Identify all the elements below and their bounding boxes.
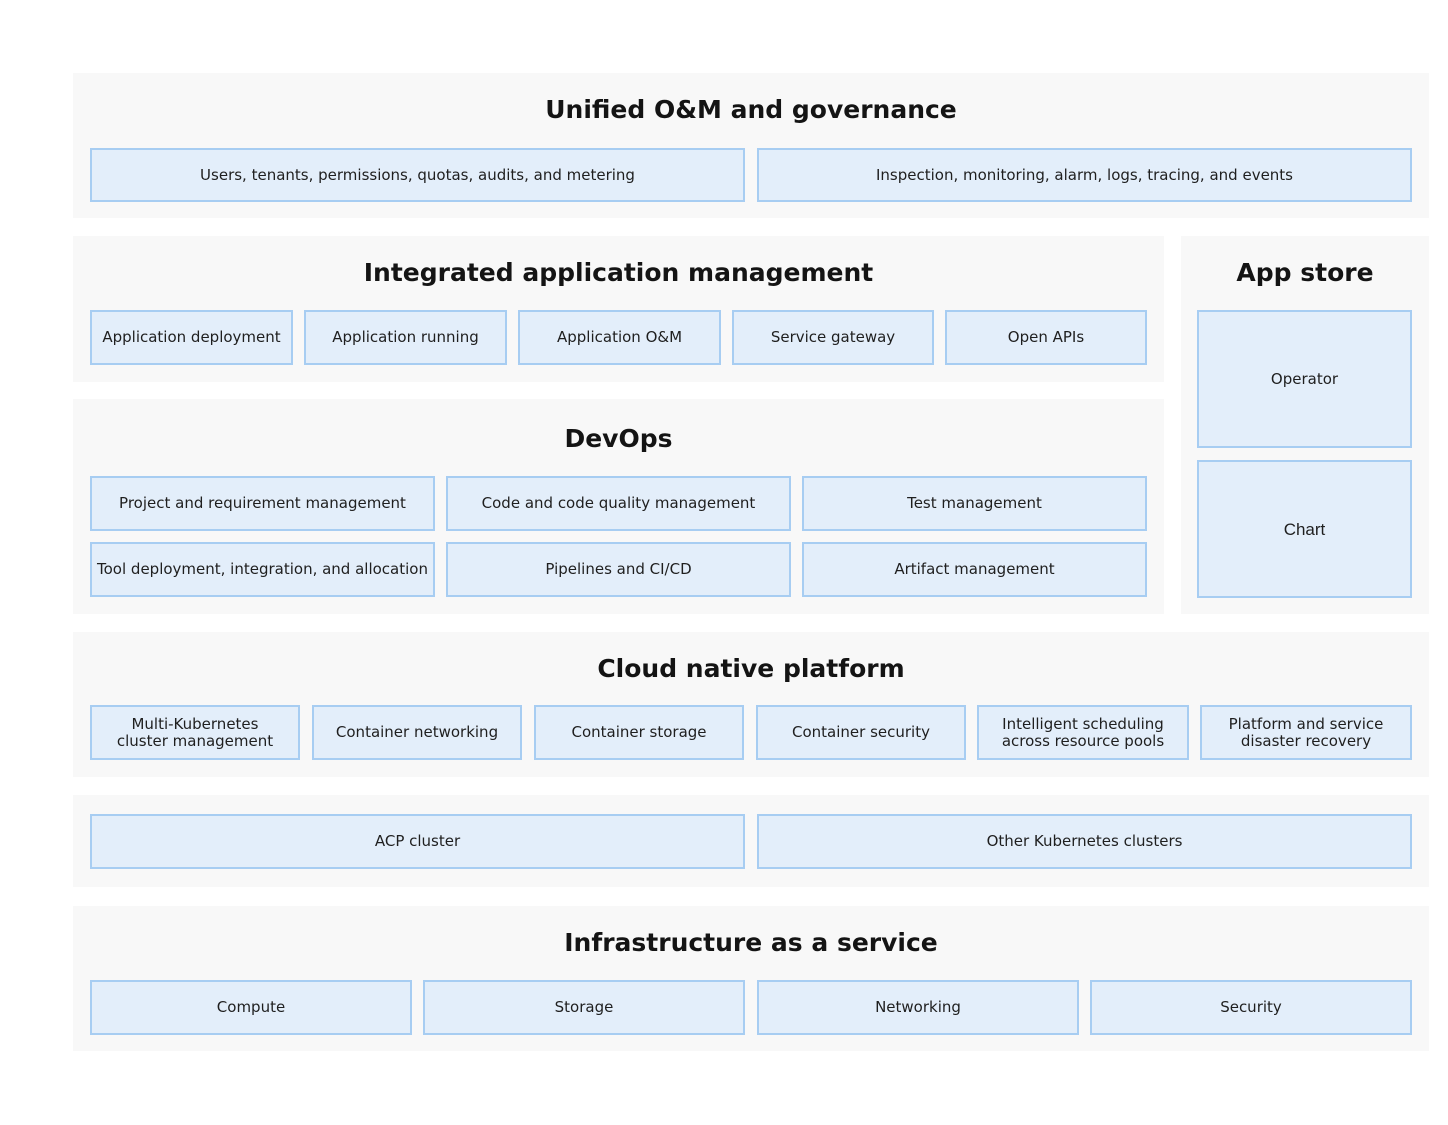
devops-layer: DevOps Project and requirement managemen… bbox=[73, 399, 1164, 614]
iaas-title: Infrastructure as a service bbox=[564, 928, 938, 957]
project-requirement-box: Project and requirement management bbox=[90, 476, 435, 531]
code-quality-box: Code and code quality management bbox=[446, 476, 791, 531]
pipelines-cicd-box: Pipelines and CI/CD bbox=[446, 542, 791, 597]
artifact-management-box: Artifact management bbox=[802, 542, 1147, 597]
other-k8s-clusters-box: Other Kubernetes clusters bbox=[757, 814, 1412, 869]
operator-box: Operator bbox=[1197, 310, 1412, 448]
container-security-box: Container security bbox=[756, 705, 966, 760]
storage-box: Storage bbox=[423, 980, 745, 1035]
compute-box: Compute bbox=[90, 980, 412, 1035]
iaas-layer: Infrastructure as a service Compute Stor… bbox=[73, 906, 1429, 1051]
app-store-layer: App store Operator Chart bbox=[1181, 236, 1429, 614]
clusters-layer: ACP cluster Other Kubernetes clusters bbox=[73, 795, 1429, 887]
app-running-box: Application running bbox=[304, 310, 507, 365]
chart-box: Chart bbox=[1197, 460, 1412, 598]
app-store-title: App store bbox=[1236, 258, 1374, 287]
inspection-monitoring-box: Inspection, monitoring, alarm, logs, tra… bbox=[757, 148, 1412, 202]
cloud-native-platform-layer: Cloud native platform Multi-Kubernetes c… bbox=[73, 632, 1429, 777]
devops-title: DevOps bbox=[564, 424, 673, 453]
security-box: Security bbox=[1090, 980, 1412, 1035]
users-tenants-box: Users, tenants, permissions, quotas, aud… bbox=[90, 148, 745, 202]
multi-k8s-cluster-box: Multi-Kubernetes cluster management bbox=[90, 705, 300, 760]
intelligent-scheduling-box: Intelligent scheduling across resource p… bbox=[977, 705, 1189, 760]
service-gateway-box: Service gateway bbox=[732, 310, 934, 365]
tool-deployment-box: Tool deployment, integration, and alloca… bbox=[90, 542, 435, 597]
app-deployment-box: Application deployment bbox=[90, 310, 293, 365]
integrated-app-management-title: Integrated application management bbox=[363, 258, 874, 287]
container-storage-box: Container storage bbox=[534, 705, 744, 760]
integrated-app-management-layer: Integrated application management Applic… bbox=[73, 236, 1164, 382]
open-apis-box: Open APIs bbox=[945, 310, 1147, 365]
container-networking-box: Container networking bbox=[312, 705, 522, 760]
app-om-box: Application O&M bbox=[518, 310, 721, 365]
cloud-native-platform-title: Cloud native platform bbox=[597, 654, 905, 683]
disaster-recovery-box: Platform and service disaster recovery bbox=[1200, 705, 1412, 760]
networking-box: Networking bbox=[757, 980, 1079, 1035]
test-management-box: Test management bbox=[802, 476, 1147, 531]
acp-cluster-box: ACP cluster bbox=[90, 814, 745, 869]
unified-om-governance-layer: Unified O&M and governance Users, tenant… bbox=[73, 73, 1429, 218]
unified-om-governance-title: Unified O&M and governance bbox=[545, 95, 957, 124]
